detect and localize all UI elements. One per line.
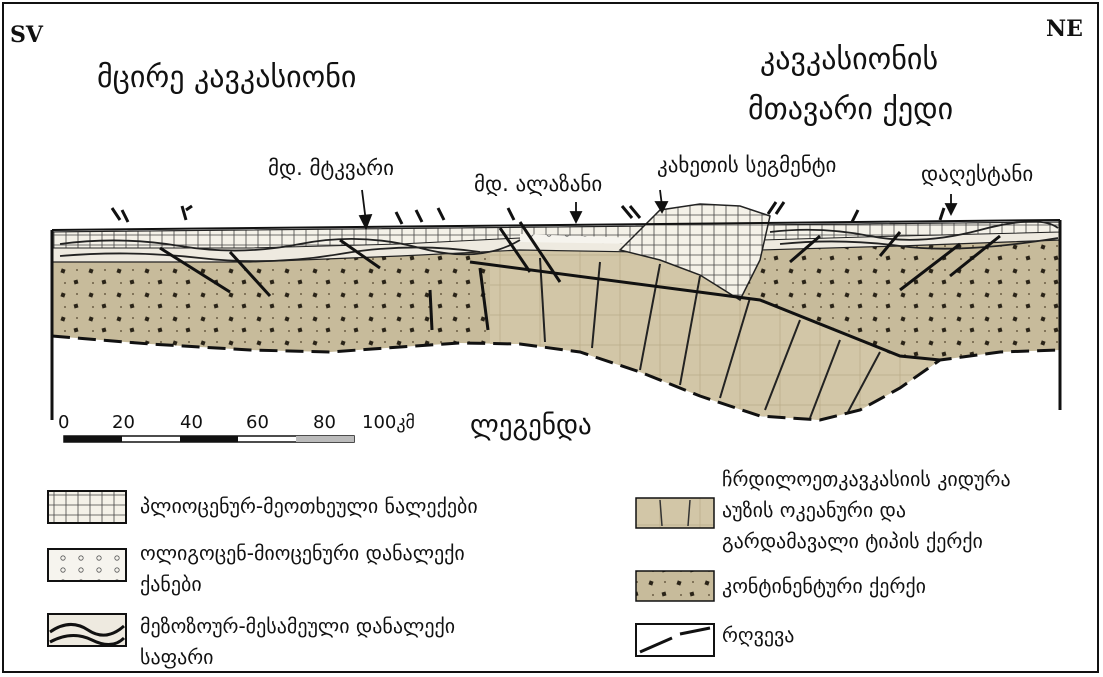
scale-tick-100km: 100კმ bbox=[362, 412, 415, 433]
legend-label-pliocene: პლიოცენურ-მეოთხეული ნალექები bbox=[140, 491, 478, 522]
legend-label-line: მეზოზოურ-მესამეული დანალექი bbox=[140, 611, 455, 642]
legend-label-mesozoic: მეზოზოურ-მესამეული დანალექი საფარი bbox=[140, 611, 455, 673]
greater-caucasus-title-line1: კავკასიონის bbox=[760, 42, 938, 77]
scale-tick-60: 60 bbox=[246, 412, 269, 433]
place-mtkvari-label: მდ. მტკვარი bbox=[268, 156, 394, 180]
legend-label-line: პლიოცენურ-მეოთხეული ნალექები bbox=[140, 491, 478, 522]
legend-label-oceanic: ჩრდილოეთკავკასიის კიდურა აუზის ოკეანური … bbox=[722, 464, 1011, 557]
legend-swatch-fault bbox=[636, 624, 714, 656]
scale-tick-0: 0 bbox=[58, 412, 69, 433]
place-kakheti-segment-label: კახეთის სეგმენტი bbox=[657, 153, 836, 177]
legend-swatch-pliocene bbox=[48, 491, 126, 523]
legend-swatch-mesozoic bbox=[48, 614, 126, 646]
lesser-caucasus-title: მცირე კავკასიონი bbox=[97, 60, 356, 95]
scale-tick-20: 20 bbox=[112, 412, 135, 433]
legend-label-line: აუზის ოკეანური და bbox=[722, 495, 1011, 526]
place-alazani-label: მდ. ალაზანი bbox=[474, 172, 602, 196]
legend-label-line: რღვევა bbox=[722, 620, 794, 651]
scale-tick-40: 40 bbox=[180, 412, 203, 433]
legend-swatch-continental bbox=[636, 571, 714, 601]
direction-ne-label: NE bbox=[1046, 16, 1083, 42]
legend-label-continental: კონტინენტური ქერქი bbox=[722, 571, 926, 602]
greater-caucasus-title-line2: მთავარი ქედი bbox=[748, 92, 953, 127]
legend-swatch-oceanic bbox=[636, 498, 714, 528]
legend-label-fault: რღვევა bbox=[722, 620, 794, 651]
legend-label-line: ქანები bbox=[140, 569, 465, 600]
legend-label-line: კონტინენტური ქერქი bbox=[722, 571, 926, 602]
scale-tick-80: 80 bbox=[313, 412, 336, 433]
legend-label-line: გარდამავალი ტიპის ქერქი bbox=[722, 526, 1011, 557]
place-dagestan-label: დაღესტანი bbox=[921, 162, 1033, 186]
scale-bar bbox=[64, 436, 354, 442]
legend-label-line: ოლიგოცენ-მიოცენური დანალექი bbox=[140, 538, 465, 569]
direction-sw-label: SV bbox=[10, 22, 43, 48]
legend-swatch-oligocene bbox=[48, 549, 126, 581]
legend-title: ლეგენდა bbox=[470, 410, 592, 441]
legend-label-line: საფარი bbox=[140, 642, 455, 673]
legend-label-line: ჩრდილოეთკავკასიის კიდურა bbox=[722, 464, 1011, 495]
legend-label-oligocene: ოლიგოცენ-მიოცენური დანალექი ქანები bbox=[140, 538, 465, 600]
surface-dip-marks bbox=[112, 202, 944, 224]
